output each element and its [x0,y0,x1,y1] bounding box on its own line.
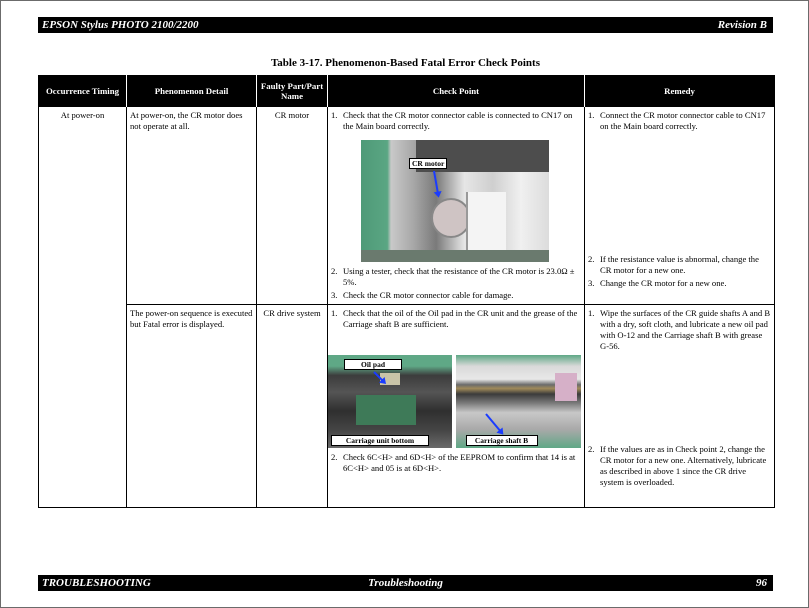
table-row: The power-on sequence is executed but Fa… [39,304,775,508]
photo-row: Oil pad Carriage unit bottom Carriage sh… [328,355,581,448]
item-text: Check that the oil of the Oil pad in the… [343,308,578,329]
check-point-item: 2. Using a tester, check that the resista… [331,266,581,288]
item-text: Using a tester, check that the resistanc… [343,266,575,287]
col-remedy: Remedy [584,75,775,107]
item-number: 2. [588,254,595,264]
item-text: Connect the CR motor connector cable to … [600,110,766,131]
fatal-error-table: Occurrence Timing Phenomenon Detail Faul… [38,75,775,508]
table-title: Table 3-17. Phenomenon-Based Fatal Error… [270,57,540,69]
occurrence-timing-cell: At power-on [38,106,127,508]
item-text: Check 6C<H> and 6D<H> of the EEPROM to c… [343,452,576,473]
footer-chapter: Troubleshooting [368,577,443,589]
photo-label-cr-motor: CR motor [409,158,448,169]
cr-motor-photo: CR motor [361,140,549,262]
item-text: Wipe the surfaces of the CR guide shafts… [600,308,771,351]
item-number: 1. [331,308,338,318]
remedy-cell: 1. Connect the CR motor connector cable t… [584,106,775,305]
item-text: If the values are as in Check point 2, c… [600,444,767,487]
item-text: Check that the CR motor connector cable … [343,110,573,131]
col-check-point: Check Point [327,75,585,107]
remedy-cell: 1. Wipe the surfaces of the CR guide shaf… [584,304,775,508]
col-faulty-part: Faulty Part/Part Name [256,75,328,107]
faulty-part-cell: CR motor [256,106,328,305]
check-point-item: 2. Check 6C<H> and 6D<H> of the EEPROM to… [328,452,581,474]
check-point-cell: 1. Check that the oil of the Oil pad in t… [327,304,585,508]
item-number: 1. [588,110,595,120]
arrow-icon [484,413,502,434]
faulty-part-cell: CR drive system [256,304,328,508]
item-number: 1. [588,308,595,318]
carriage-shaft-photo: Carriage shaft B [455,355,581,448]
remedy-item: 1. Connect the CR motor connector cable t… [588,110,771,132]
phenomenon-cell: At power-on, the CR motor does not opera… [126,106,257,305]
header-revision: Revision B [717,19,767,31]
arrow-icon [433,170,440,195]
item-number: 2. [588,444,595,454]
table-header-row: Occurrence Timing Phenomenon Detail Faul… [38,75,775,107]
item-text: If the resistance value is abnormal, cha… [600,254,759,275]
footer-section: TROUBLESHOOTING [42,577,151,589]
remedy-item: 3. Change the CR motor for a new one. [588,278,771,289]
photo-label-carriage-unit-bottom: Carriage unit bottom [331,435,429,446]
header-product: EPSON Stylus PHOTO 2100/2200 [42,19,199,31]
table-row: At power-on At power-on, the CR motor do… [38,106,775,508]
check-point-item: 3. Check the CR motor connector cable for… [331,290,581,301]
item-text: Check the CR motor connector cable for d… [343,290,514,300]
footer-page-number: 96 [756,577,767,589]
photo-label-oil-pad: Oil pad [344,359,402,370]
phenomenon-cell: The power-on sequence is executed but Fa… [126,304,257,508]
page-header: EPSON Stylus PHOTO 2100/2200 Revision B [38,17,773,33]
item-number: 3. [331,290,338,300]
check-point-item: 1. Check that the oil of the Oil pad in t… [328,308,581,330]
col-occurrence-timing: Occurrence Timing [38,75,127,107]
check-point-item: 1. Check that the CR motor connector cabl… [331,110,581,132]
check-point-cell: 1. Check that the CR motor connector cabl… [327,106,585,305]
item-number: 2. [331,266,338,276]
item-text: Change the CR motor for a new one. [600,278,727,288]
item-number: 1. [331,110,338,120]
remedy-item: 2. If the resistance value is abnormal, c… [588,254,771,276]
photo-label-carriage-shaft-b: Carriage shaft B [465,435,538,446]
page-footer: TROUBLESHOOTING Troubleshooting 96 [38,575,773,591]
remedy-item: 1. Wipe the surfaces of the CR guide shaf… [588,308,771,352]
carriage-unit-photo: Oil pad Carriage unit bottom [328,355,452,448]
item-number: 2. [331,452,338,462]
item-number: 3. [588,278,595,288]
remedy-item: 2. If the values are as in Check point 2,… [588,444,771,488]
col-phenomenon-detail: Phenomenon Detail [126,75,257,107]
